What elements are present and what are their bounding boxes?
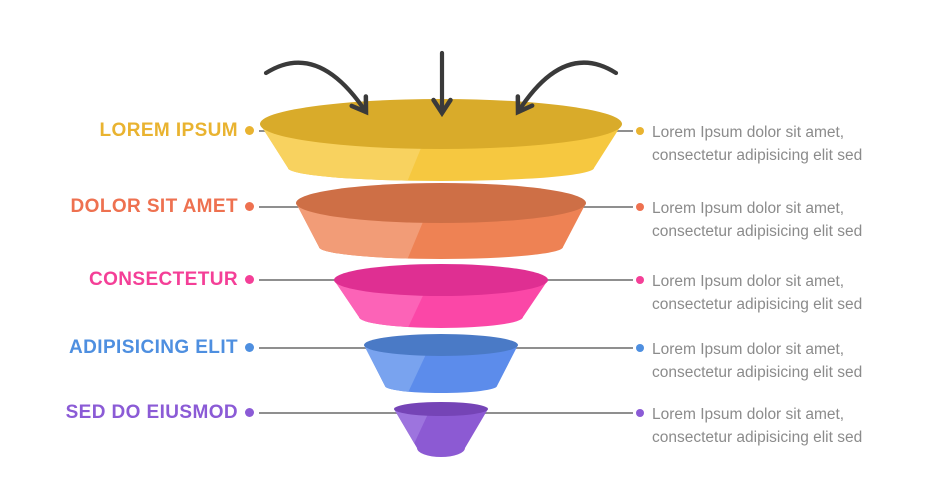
funnel-segment-3-body	[334, 280, 548, 328]
desc-line: consectetur adipisicing elit sed	[652, 364, 863, 381]
funnel-segment-3-highlight	[334, 280, 435, 328]
desc-bullet	[636, 344, 644, 352]
funnel-segment-1-body	[260, 124, 622, 181]
funnel-segment-5-highlight	[394, 409, 435, 457]
desc-line: consectetur adipisicing elit sed	[652, 296, 863, 313]
funnel-segment-2-body	[296, 203, 586, 259]
stage-bullet	[245, 202, 254, 211]
funnel-segment-4-body	[364, 345, 518, 393]
arrow-curved-right-icon	[515, 60, 619, 116]
stage-label-dolor-sit-amet: DOLOR SIT AMET	[70, 196, 238, 217]
stage-label-consectetur: CONSECTETUR	[88, 269, 238, 290]
desc-line: consectetur adipisicing elit sed	[652, 147, 863, 164]
desc-bullet	[636, 276, 644, 284]
stage-description: Lorem Ipsum dolor sit amet, consectetur …	[652, 338, 862, 384]
desc-line: Lorem Ipsum dolor sit amet,	[652, 200, 845, 217]
connector-line	[482, 412, 633, 414]
desc-bullet	[636, 203, 644, 211]
desc-line: Lorem Ipsum dolor sit amet,	[652, 406, 845, 423]
stage-description: Lorem Ipsum dolor sit amet, consectetur …	[652, 197, 862, 243]
connector-line	[259, 206, 302, 208]
stage-bullet	[245, 343, 254, 352]
stage-description: Lorem Ipsum dolor sit amet, consectetur …	[652, 121, 862, 167]
funnel-segment-5-opening	[394, 402, 488, 416]
stage-label-lorem-ipsum: LOREM IPSUM	[99, 120, 238, 141]
funnel-segment-2-highlight	[296, 203, 435, 259]
connector-line	[259, 279, 339, 281]
desc-line: Lorem Ipsum dolor sit amet,	[652, 124, 845, 141]
funnel-segment-4-opening	[364, 334, 518, 356]
desc-line: Lorem Ipsum dolor sit amet,	[652, 341, 845, 358]
arrow-curved-left-icon	[263, 60, 369, 116]
funnel-segment-4-highlight	[364, 345, 435, 393]
stage-bullet	[245, 126, 254, 135]
stage-bullet	[245, 275, 254, 284]
stage-label-adipisicing-elit: ADIPISICING ELIT	[69, 337, 238, 358]
stage-description: Lorem Ipsum dolor sit amet, consectetur …	[652, 403, 862, 449]
connector-line	[614, 130, 633, 132]
connector-line	[580, 206, 633, 208]
connector-line	[543, 279, 633, 281]
funnel-segment-1-highlight	[260, 124, 435, 181]
funnel-segment-5-body	[394, 409, 488, 457]
connector-line	[259, 412, 400, 414]
connector-line	[512, 347, 633, 349]
desc-bullet	[636, 127, 644, 135]
desc-line: Lorem Ipsum dolor sit amet,	[652, 273, 845, 290]
connector-line	[259, 130, 268, 132]
funnel-segment-2-opening	[296, 183, 586, 223]
stage-bullet	[245, 408, 254, 417]
funnel-segment-3-opening	[334, 264, 548, 296]
funnel-segment-1-opening	[260, 99, 622, 149]
stage-label-sed-do-eiusmod: SED DO EIUSMOD	[65, 402, 238, 423]
desc-line: consectetur adipisicing elit sed	[652, 429, 863, 446]
stage-description: Lorem Ipsum dolor sit amet, consectetur …	[652, 270, 862, 316]
desc-line: consectetur adipisicing elit sed	[652, 223, 863, 240]
connector-line	[259, 347, 369, 349]
desc-bullet	[636, 409, 644, 417]
